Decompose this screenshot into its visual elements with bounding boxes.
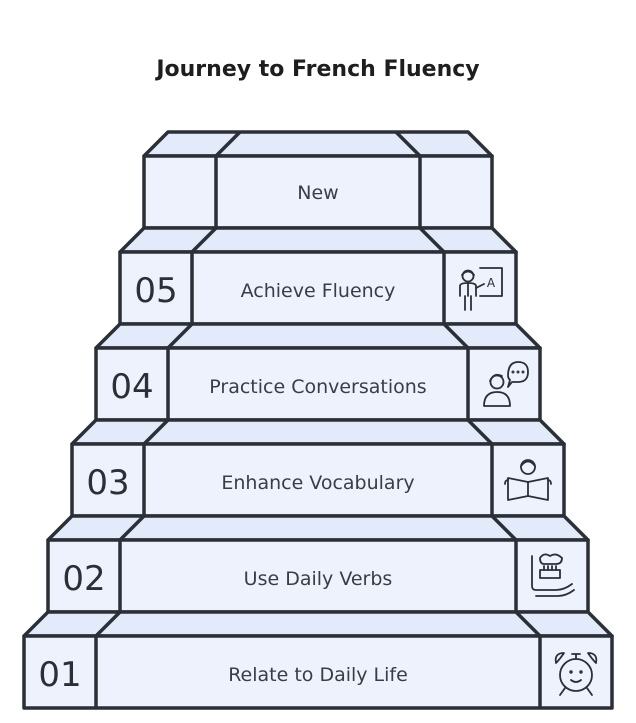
step-01: 01 Relate to Daily Life xyxy=(22,610,614,710)
step-01-label: Relate to Daily Life xyxy=(228,664,408,686)
step-04-face xyxy=(94,346,542,422)
alarm-clock-icon xyxy=(554,652,598,696)
step-02-number: 02 xyxy=(62,559,105,599)
step-05: 05 Achieve Fluency A xyxy=(118,226,518,326)
step-05-top xyxy=(118,226,518,254)
step-new-label: New xyxy=(297,182,338,204)
step-04-top xyxy=(94,322,542,350)
step-04-number: 04 xyxy=(110,367,153,407)
step-03-number: 03 xyxy=(86,463,129,503)
step-05-face xyxy=(118,250,518,326)
step-02-label: Use Daily Verbs xyxy=(244,568,393,590)
step-04-label: Practice Conversations xyxy=(209,376,426,398)
step-new: New xyxy=(142,130,494,230)
toothbrush-icon xyxy=(531,553,575,597)
step-01-face xyxy=(22,634,614,710)
step-05-label: Achieve Fluency xyxy=(241,280,396,302)
step-01-number: 01 xyxy=(38,655,81,695)
step-new-face xyxy=(142,154,494,230)
step-02: 02 Use Daily Verbs xyxy=(46,514,590,614)
teacher-icon: A xyxy=(459,267,503,311)
step-04: 04 Practice Conversations xyxy=(94,322,542,422)
reading-book-icon xyxy=(504,459,552,501)
diagram-title: Journey to French Fluency xyxy=(154,57,479,82)
conversation-icon xyxy=(483,361,529,407)
step-02-top xyxy=(46,514,590,542)
step-02-face xyxy=(46,538,590,614)
step-03: 03 Enhance Vocabulary xyxy=(70,418,566,518)
step-03-label: Enhance Vocabulary xyxy=(221,472,414,494)
teacher-board-letter: A xyxy=(487,276,496,290)
step-new-top xyxy=(142,130,494,158)
step-03-face xyxy=(70,442,566,518)
step-01-top xyxy=(22,610,614,638)
step-05-number: 05 xyxy=(134,271,177,311)
